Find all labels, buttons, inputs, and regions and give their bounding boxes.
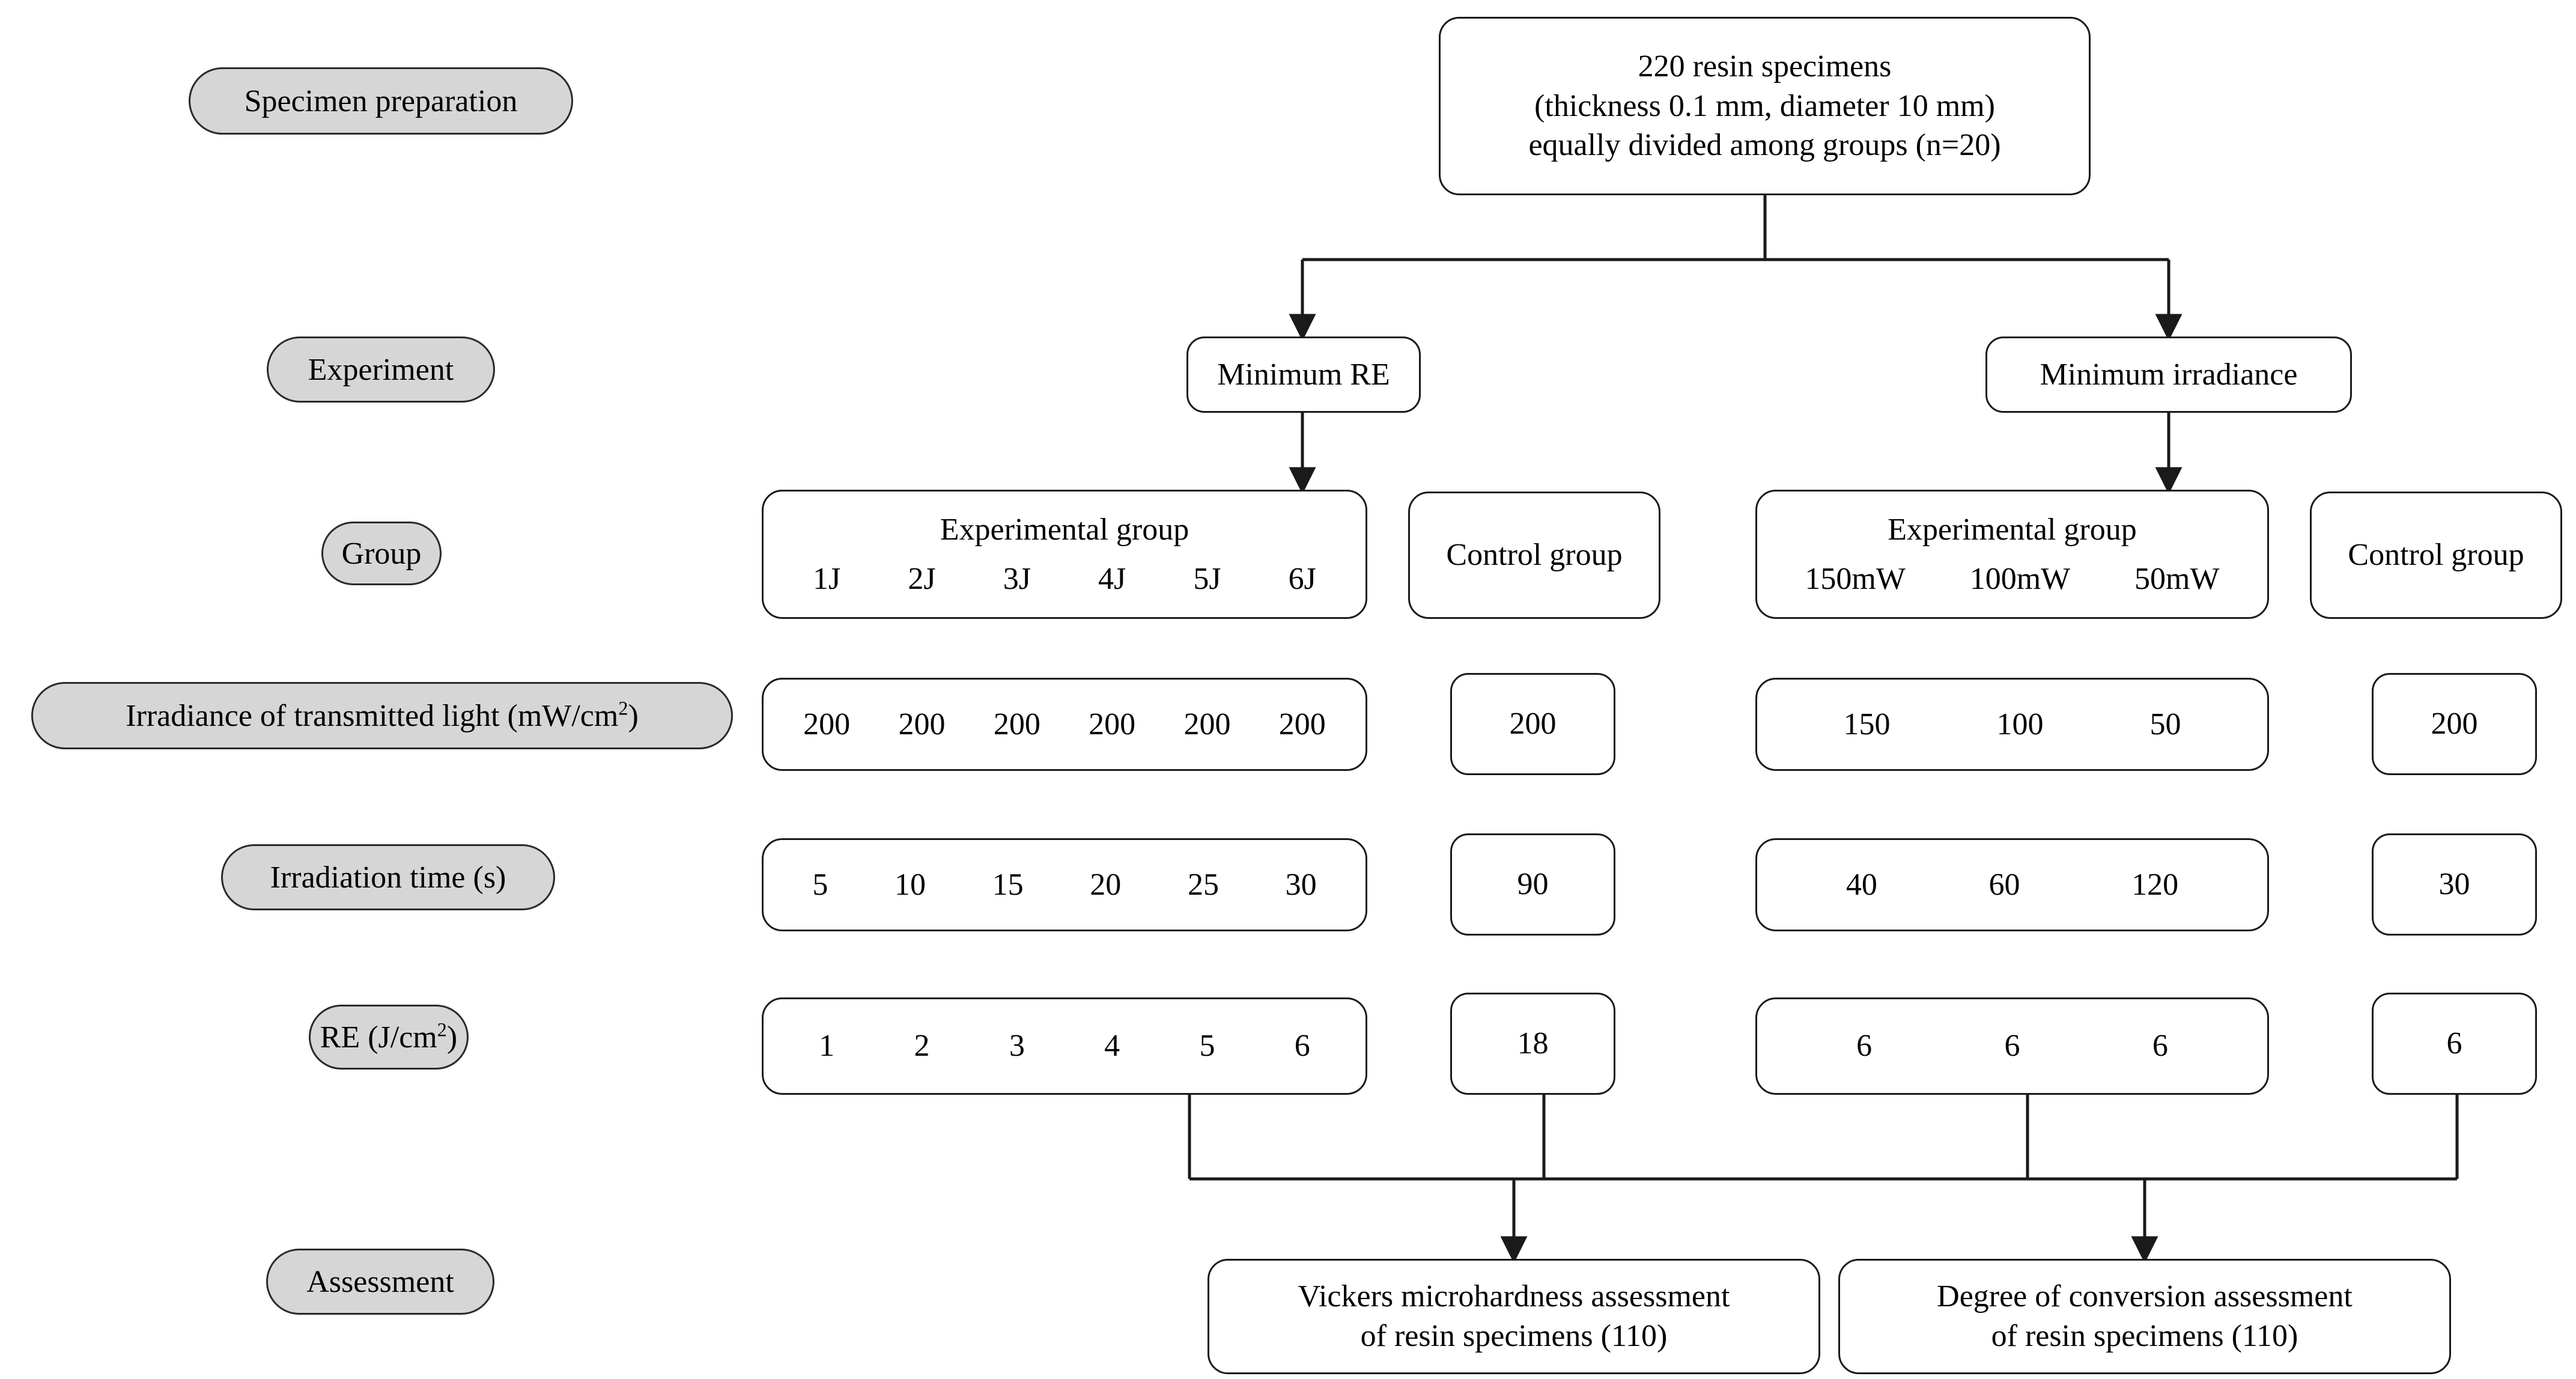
assessment-line-2: of resin specimens (110) (1360, 1319, 1668, 1353)
experiment-label: Minimum irradiance (2040, 357, 2298, 392)
value: 200 (1183, 707, 1231, 741)
left-control-re-box: 18 (1450, 993, 1615, 1095)
value: 200 (993, 707, 1040, 741)
row-label-irradiance: Irradiance of transmitted light (mW/cm2) (31, 682, 733, 749)
assessment-line-1: Degree of conversion assessment (1937, 1279, 2353, 1314)
left-control-irradiance-box: 200 (1450, 673, 1615, 775)
group-label: 6J (1288, 561, 1316, 596)
control-group-header: Control group (2348, 538, 2524, 573)
value: 120 (2131, 867, 2179, 902)
value: 4 (1104, 1029, 1120, 1064)
right-control-irradiance-box: 200 (2372, 673, 2537, 775)
value: 18 (1517, 1026, 1549, 1061)
experiment-box-minimum-irradiance: Minimum irradiance (1985, 336, 2352, 413)
value: 60 (1988, 867, 2020, 902)
experimental-group-header: Experimental group (940, 512, 1189, 547)
left-time-values: 5 10 15 20 25 30 (764, 865, 1365, 905)
value: 6 (2446, 1026, 2462, 1061)
assessment-box-degree-of-conversion: Degree of conversion assessment of resin… (1838, 1259, 2451, 1374)
row-label-irradiation-time: Irradiation time (s) (221, 844, 555, 910)
value: 20 (1090, 867, 1122, 902)
row-label-re: RE (J/cm2) (309, 1005, 469, 1070)
right-control-group-box: Control group (2310, 492, 2562, 619)
value: 200 (898, 707, 946, 741)
right-experimental-irradiance-box: 150 100 50 (1755, 678, 2269, 771)
control-group-header: Control group (1446, 538, 1623, 573)
left-irradiance-values: 200 200 200 200 200 200 (764, 705, 1365, 744)
group-label: 5J (1193, 561, 1221, 596)
left-experimental-irradiance-box: 200 200 200 200 200 200 (762, 678, 1367, 771)
value: 6 (2152, 1029, 2168, 1064)
specimen-line-3: equally divided among groups (n=20) (1528, 128, 2001, 163)
group-label: 100mW (1969, 561, 2071, 596)
group-label: 150mW (1805, 561, 1906, 596)
right-irradiance-values: 150 100 50 (1757, 705, 2267, 744)
group-label: 3J (1003, 561, 1031, 596)
value: 100 (1996, 707, 2044, 741)
row-label-group: Group (321, 522, 442, 585)
row-label-text: Group (341, 536, 422, 571)
value: 6 (1856, 1029, 1873, 1064)
value: 90 (1517, 867, 1549, 902)
row-label-experiment: Experiment (267, 336, 495, 403)
value: 10 (894, 867, 926, 902)
value: 30 (1285, 867, 1317, 902)
right-control-time-box: 30 (2372, 833, 2537, 936)
row-label-text: Assessment (306, 1264, 454, 1299)
left-experimental-re-box: 1 2 3 4 5 6 (762, 997, 1367, 1095)
left-experimental-time-box: 5 10 15 20 25 30 (762, 838, 1367, 931)
right-control-re-box: 6 (2372, 993, 2537, 1095)
value: 15 (992, 867, 1024, 902)
value: 6 (2004, 1029, 2020, 1064)
left-group-labels: 1J 2J 3J 4J 5J 6J (764, 559, 1365, 599)
value: 200 (1278, 707, 1326, 741)
experiment-label: Minimum RE (1217, 357, 1390, 392)
value: 50 (2149, 707, 2181, 741)
group-label: 50mW (2134, 561, 2220, 596)
row-label-text: Irradiation time (s) (270, 860, 506, 895)
right-experimental-time-box: 40 60 120 (1755, 838, 2269, 931)
value: 1 (819, 1029, 835, 1064)
specimen-line-1: 220 resin specimens (1638, 49, 1892, 84)
value: 200 (1089, 707, 1136, 741)
row-label-text: RE (J/cm2) (320, 1018, 458, 1055)
value: 5 (1199, 1029, 1215, 1064)
left-experimental-group-box: Experimental group 1J 2J 3J 4J 5J 6J (762, 490, 1367, 619)
experimental-group-header: Experimental group (1888, 512, 2137, 547)
row-label-text: Experiment (308, 352, 454, 387)
specimen-line-2: (thickness 0.1 mm, diameter 10 mm) (1534, 88, 1995, 123)
value: 30 (2438, 867, 2470, 902)
right-group-labels: 150mW 100mW 50mW (1757, 559, 2267, 599)
value: 2 (914, 1029, 930, 1064)
value: 200 (803, 707, 851, 741)
right-experimental-group-box: Experimental group 150mW 100mW 50mW (1755, 490, 2269, 619)
row-label-specimen-preparation: Specimen preparation (189, 67, 573, 135)
row-label-text: Irradiance of transmitted light (mW/cm2) (126, 697, 639, 733)
row-label-assessment: Assessment (266, 1249, 494, 1315)
right-time-values: 40 60 120 (1757, 865, 2267, 905)
value: 40 (1845, 867, 1877, 902)
value: 200 (2431, 707, 2478, 741)
assessment-box-vickers: Vickers microhardness assessment of resi… (1208, 1259, 1820, 1374)
row-label-text: Specimen preparation (244, 84, 518, 118)
value: 200 (1509, 707, 1557, 741)
value: 3 (1009, 1029, 1025, 1064)
left-control-group-box: Control group (1408, 492, 1660, 619)
right-re-values: 6 6 6 (1757, 1026, 2267, 1066)
group-label: 1J (813, 561, 841, 596)
specimen-preparation-box: 220 resin specimens (thickness 0.1 mm, d… (1439, 17, 2091, 195)
value: 6 (1294, 1029, 1310, 1064)
left-re-values: 1 2 3 4 5 6 (764, 1026, 1365, 1066)
value: 5 (812, 867, 828, 902)
right-experimental-re-box: 6 6 6 (1755, 997, 2269, 1095)
group-label: 4J (1098, 561, 1126, 596)
value: 150 (1843, 707, 1891, 741)
value: 25 (1187, 867, 1219, 902)
group-label: 2J (908, 561, 936, 596)
assessment-line-1: Vickers microhardness assessment (1298, 1279, 1730, 1314)
assessment-line-2: of resin specimens (110) (1991, 1319, 2298, 1353)
experiment-box-minimum-re: Minimum RE (1186, 336, 1421, 413)
left-control-time-box: 90 (1450, 833, 1615, 936)
